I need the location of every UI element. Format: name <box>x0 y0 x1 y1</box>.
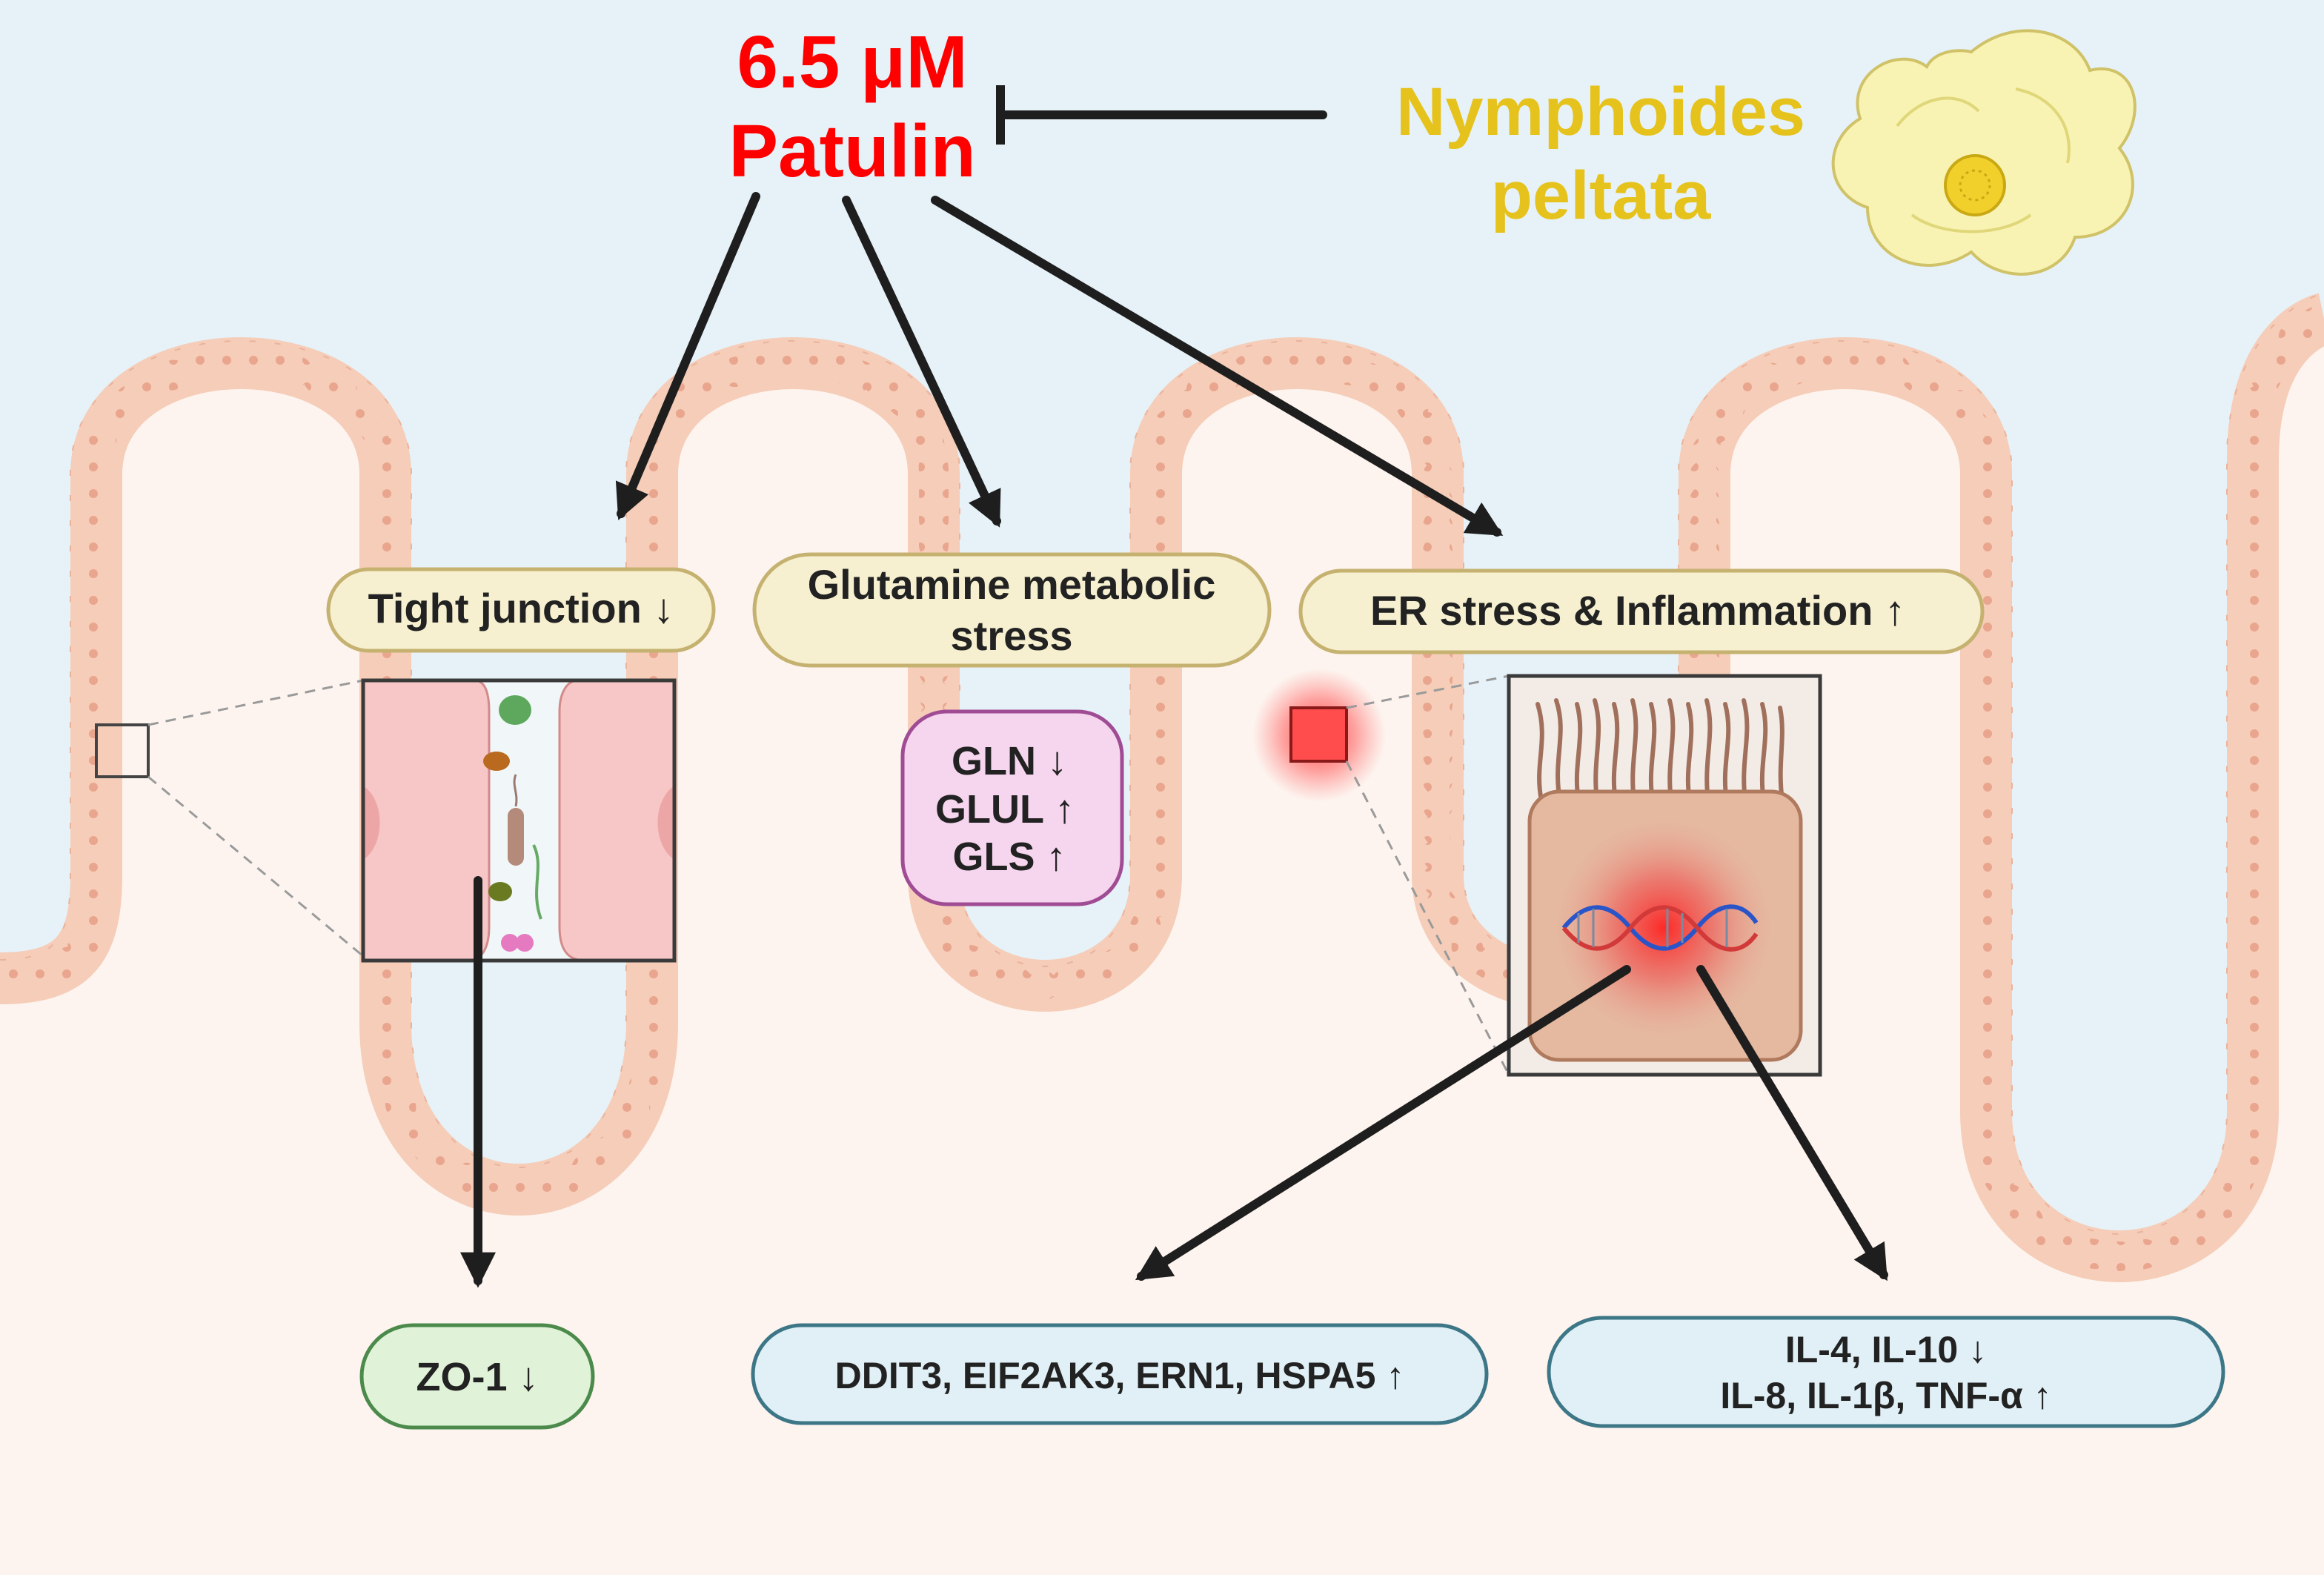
zo1-pill: ZO-1 ↓ <box>359 1323 595 1430</box>
er-genes-pill: DDIT3, EIF2AK3, ERN1, HSPA5 ↑ <box>751 1323 1489 1425</box>
zoom-marker-left <box>95 723 150 778</box>
cytokines-pill: IL-4, IL-10 ↓ IL-8, IL-1β, TNF-α ↑ <box>1547 1316 2225 1428</box>
microbe <box>516 934 534 952</box>
er-genes-label: DDIT3, EIF2AK3, ERN1, HSPA5 ↑ <box>835 1355 1405 1396</box>
tight-junction-label: Tight junction ↓ <box>368 585 674 631</box>
toxin-name: Patulin <box>728 110 975 193</box>
marker-glul: GLUL ↑ <box>935 787 1075 832</box>
inhibitor-name-line1: Nymphoides <box>1396 74 1805 150</box>
tight-junction-pill: Tight junction ↓ <box>326 567 716 653</box>
glutamine-label-line1: Glutamine metabolic <box>808 561 1216 608</box>
zoom-line <box>1346 674 1510 709</box>
arrow-to-er-stress <box>931 196 1504 537</box>
microbe <box>501 934 519 952</box>
arrow-to-er-genes <box>1135 965 1631 1281</box>
microbe <box>508 808 524 866</box>
zoom-line <box>147 679 364 726</box>
zo1-label: ZO-1 ↓ <box>416 1355 538 1399</box>
cytokines-label-line2: IL-8, IL-1β, TNF-α ↑ <box>1720 1375 2051 1416</box>
toxin-dose: 6.5 μM <box>737 21 967 104</box>
zoom-line <box>1345 760 1510 1075</box>
zoom-marker-right <box>1289 706 1348 763</box>
microbe <box>499 695 531 725</box>
marker-gls: GLS ↑ <box>952 835 1066 879</box>
er-stress-pill: ER stress & Inflammation ↑ <box>1298 568 1985 654</box>
pathway-arrows <box>460 85 1888 1288</box>
glutamine-label-line2: stress <box>950 612 1072 659</box>
er-stress-label: ER stress & Inflammation ↑ <box>1370 587 1905 634</box>
glutamine-markers-box: GLN ↓ GLUL ↑ GLS ↑ <box>900 709 1124 906</box>
arrow-to-cytokines <box>1696 965 1888 1281</box>
dna-helix-icon <box>1561 904 1759 952</box>
microbe <box>488 882 512 901</box>
glutamine-pill: Glutamine metabolic stress <box>752 552 1272 668</box>
arrow-to-tight-junction <box>615 192 760 520</box>
arrow-to-glutamine <box>842 196 1001 528</box>
zoom-line <box>147 775 364 958</box>
flower-icon <box>1831 29 2137 276</box>
tight-junction-inset <box>361 678 677 963</box>
epithelial-nuclei <box>0 304 2324 1271</box>
inhibitor-name-line2: peltata <box>1491 158 1711 233</box>
cytokines-label-line1: IL-4, IL-10 ↓ <box>1785 1329 1987 1370</box>
microbe <box>483 752 510 771</box>
marker-gln: GLN ↓ <box>952 739 1067 783</box>
